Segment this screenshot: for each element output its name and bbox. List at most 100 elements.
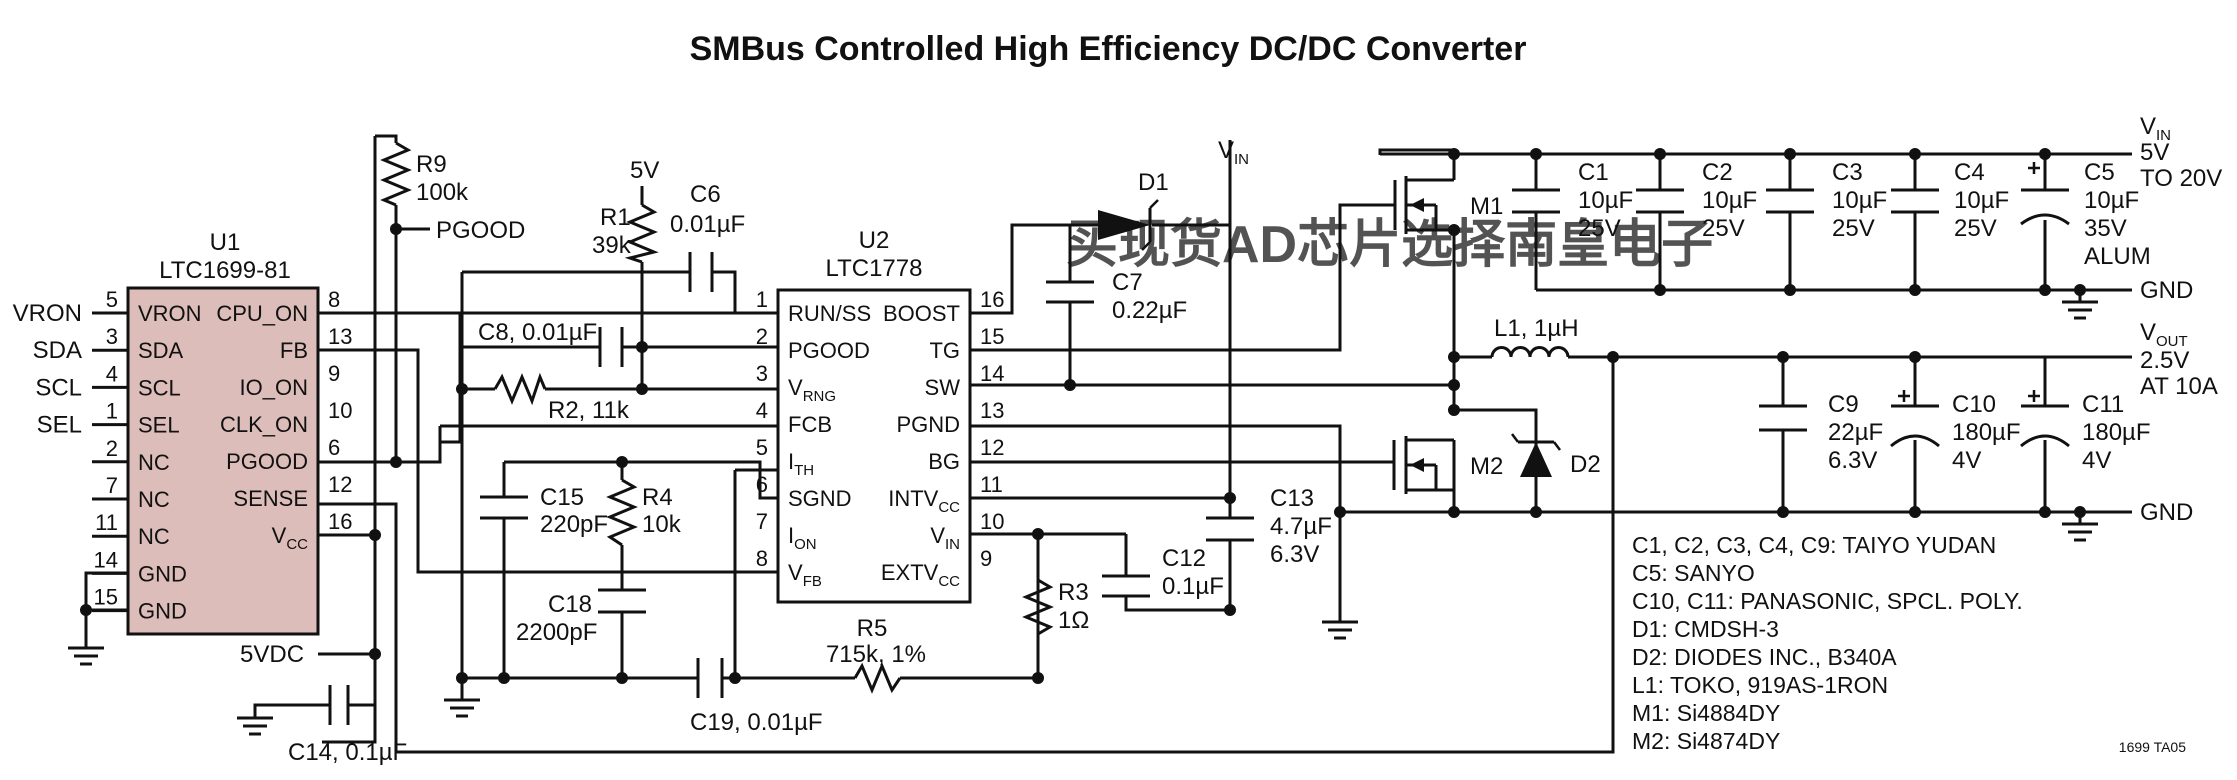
capacitor-c14 — [328, 685, 350, 725]
ground-symbol-output — [2062, 522, 2098, 542]
c1-ref: C1 — [1578, 159, 1609, 186]
pin-name: SW — [925, 375, 961, 400]
l1-label: L1, 1µH — [1494, 315, 1579, 342]
c10-ref: C10 — [1952, 391, 1996, 418]
c11-value: 180µF — [2082, 419, 2151, 446]
pin-name: NC — [138, 450, 170, 475]
pgood-net-label: PGOOD — [436, 217, 525, 244]
pin-name: FCB — [788, 412, 832, 437]
pin-number: 3 — [106, 324, 118, 349]
pin-number: 11 — [980, 472, 1003, 497]
pin-name: SCL — [138, 375, 181, 400]
c8-label: C8, 0.01µF — [478, 319, 597, 346]
pin-name: RUN/SS — [788, 301, 871, 326]
pin-number: 13 — [328, 324, 352, 349]
capacitor-c13 — [1206, 516, 1254, 542]
u1-pin-7: 7NC — [92, 473, 170, 512]
r5-ref: R5 — [857, 615, 888, 642]
c3-voltage: 25V — [1832, 215, 1875, 242]
pin-name: SGND — [788, 486, 852, 511]
c18-value: 2200pF — [516, 619, 597, 646]
c12-ref: C12 — [1162, 545, 1206, 572]
pin-name: EXTVCC — [881, 560, 960, 590]
resistor-r3 — [1022, 578, 1054, 636]
capacitor-c18 — [598, 588, 646, 614]
gnd-bottom-label: GND — [2140, 499, 2193, 526]
pin-name: ITH — [788, 449, 814, 479]
u2-part: LTC1778 — [826, 255, 923, 282]
c6-ref: C6 — [690, 181, 721, 208]
c19-label: C19, 0.01µF — [690, 709, 823, 736]
pin-number: 12 — [328, 472, 352, 497]
pin-number: 9 — [980, 546, 992, 571]
c2-voltage: 25V — [1702, 215, 1745, 242]
net-label-sel: SEL — [37, 412, 82, 439]
pin-number: 13 — [980, 398, 1004, 423]
pin-number: 7 — [756, 509, 768, 534]
pin-number: 6 — [328, 435, 340, 460]
d2-ref: D2 — [1570, 451, 1601, 478]
pin-name: GND — [138, 599, 187, 624]
capacitor-c9 — [1759, 404, 1807, 432]
pin-number: 4 — [756, 398, 768, 423]
c2-value: 10µF — [1702, 187, 1757, 214]
capacitor-c11 — [2020, 390, 2070, 448]
pin-number: 8 — [328, 287, 340, 312]
pin-number: 16 — [328, 509, 352, 534]
net-label-sda: SDA — [33, 337, 82, 364]
c18-ref: C18 — [548, 591, 592, 618]
pin-name: IO_ON — [240, 375, 308, 400]
c10-voltage: 4V — [1952, 447, 1981, 474]
c13-ref: C13 — [1270, 485, 1314, 512]
c4-voltage: 25V — [1954, 215, 1997, 242]
r4-value: 10k — [642, 511, 682, 538]
pin-name: SEL — [138, 413, 180, 438]
pin-name: SENSE — [233, 486, 308, 511]
figure-code: 1699 TA05 — [2119, 739, 2186, 755]
pin-name: VFB — [788, 560, 822, 590]
pin-number: 11 — [95, 510, 118, 535]
capacitor-c12 — [1102, 574, 1150, 598]
c11-voltage: 4V — [2082, 447, 2111, 474]
pin-number: 14 — [94, 547, 118, 572]
capacitor-c8 — [598, 327, 624, 367]
junction-dots — [80, 148, 2086, 684]
c12-value: 0.1µF — [1162, 573, 1224, 600]
resistor-r5 — [853, 662, 902, 694]
c15-value: 220pF — [540, 511, 608, 538]
r2-label: R2, 11k — [548, 397, 630, 424]
pin-number: 2 — [106, 436, 118, 461]
pin-name: CPU_ON — [216, 301, 308, 326]
pin-name: VIN — [930, 523, 960, 553]
vin-input-label: VIN — [2140, 113, 2171, 144]
c5-voltage: 35V — [2084, 215, 2127, 242]
pin-name: VCC — [272, 523, 309, 553]
bom-note-line: C5: SANYO — [1632, 560, 1755, 586]
capacitor-c19 — [696, 658, 724, 698]
capacitor-c7 — [1046, 280, 1094, 304]
vin-label: VIN — [1218, 137, 1249, 168]
vin-input-range: 5V — [2140, 139, 2169, 166]
c9-voltage: 6.3V — [1828, 447, 1877, 474]
pin-name: TG — [929, 338, 960, 363]
watermark-text: 买现货AD芯片选择南皇电子 — [1066, 216, 1713, 274]
pin-number: 15 — [980, 324, 1004, 349]
capacitor-c1 — [1512, 188, 1560, 214]
pin-number: 1 — [106, 399, 118, 424]
c4-ref: C4 — [1954, 159, 1985, 186]
c13-voltage: 6.3V — [1270, 541, 1319, 568]
